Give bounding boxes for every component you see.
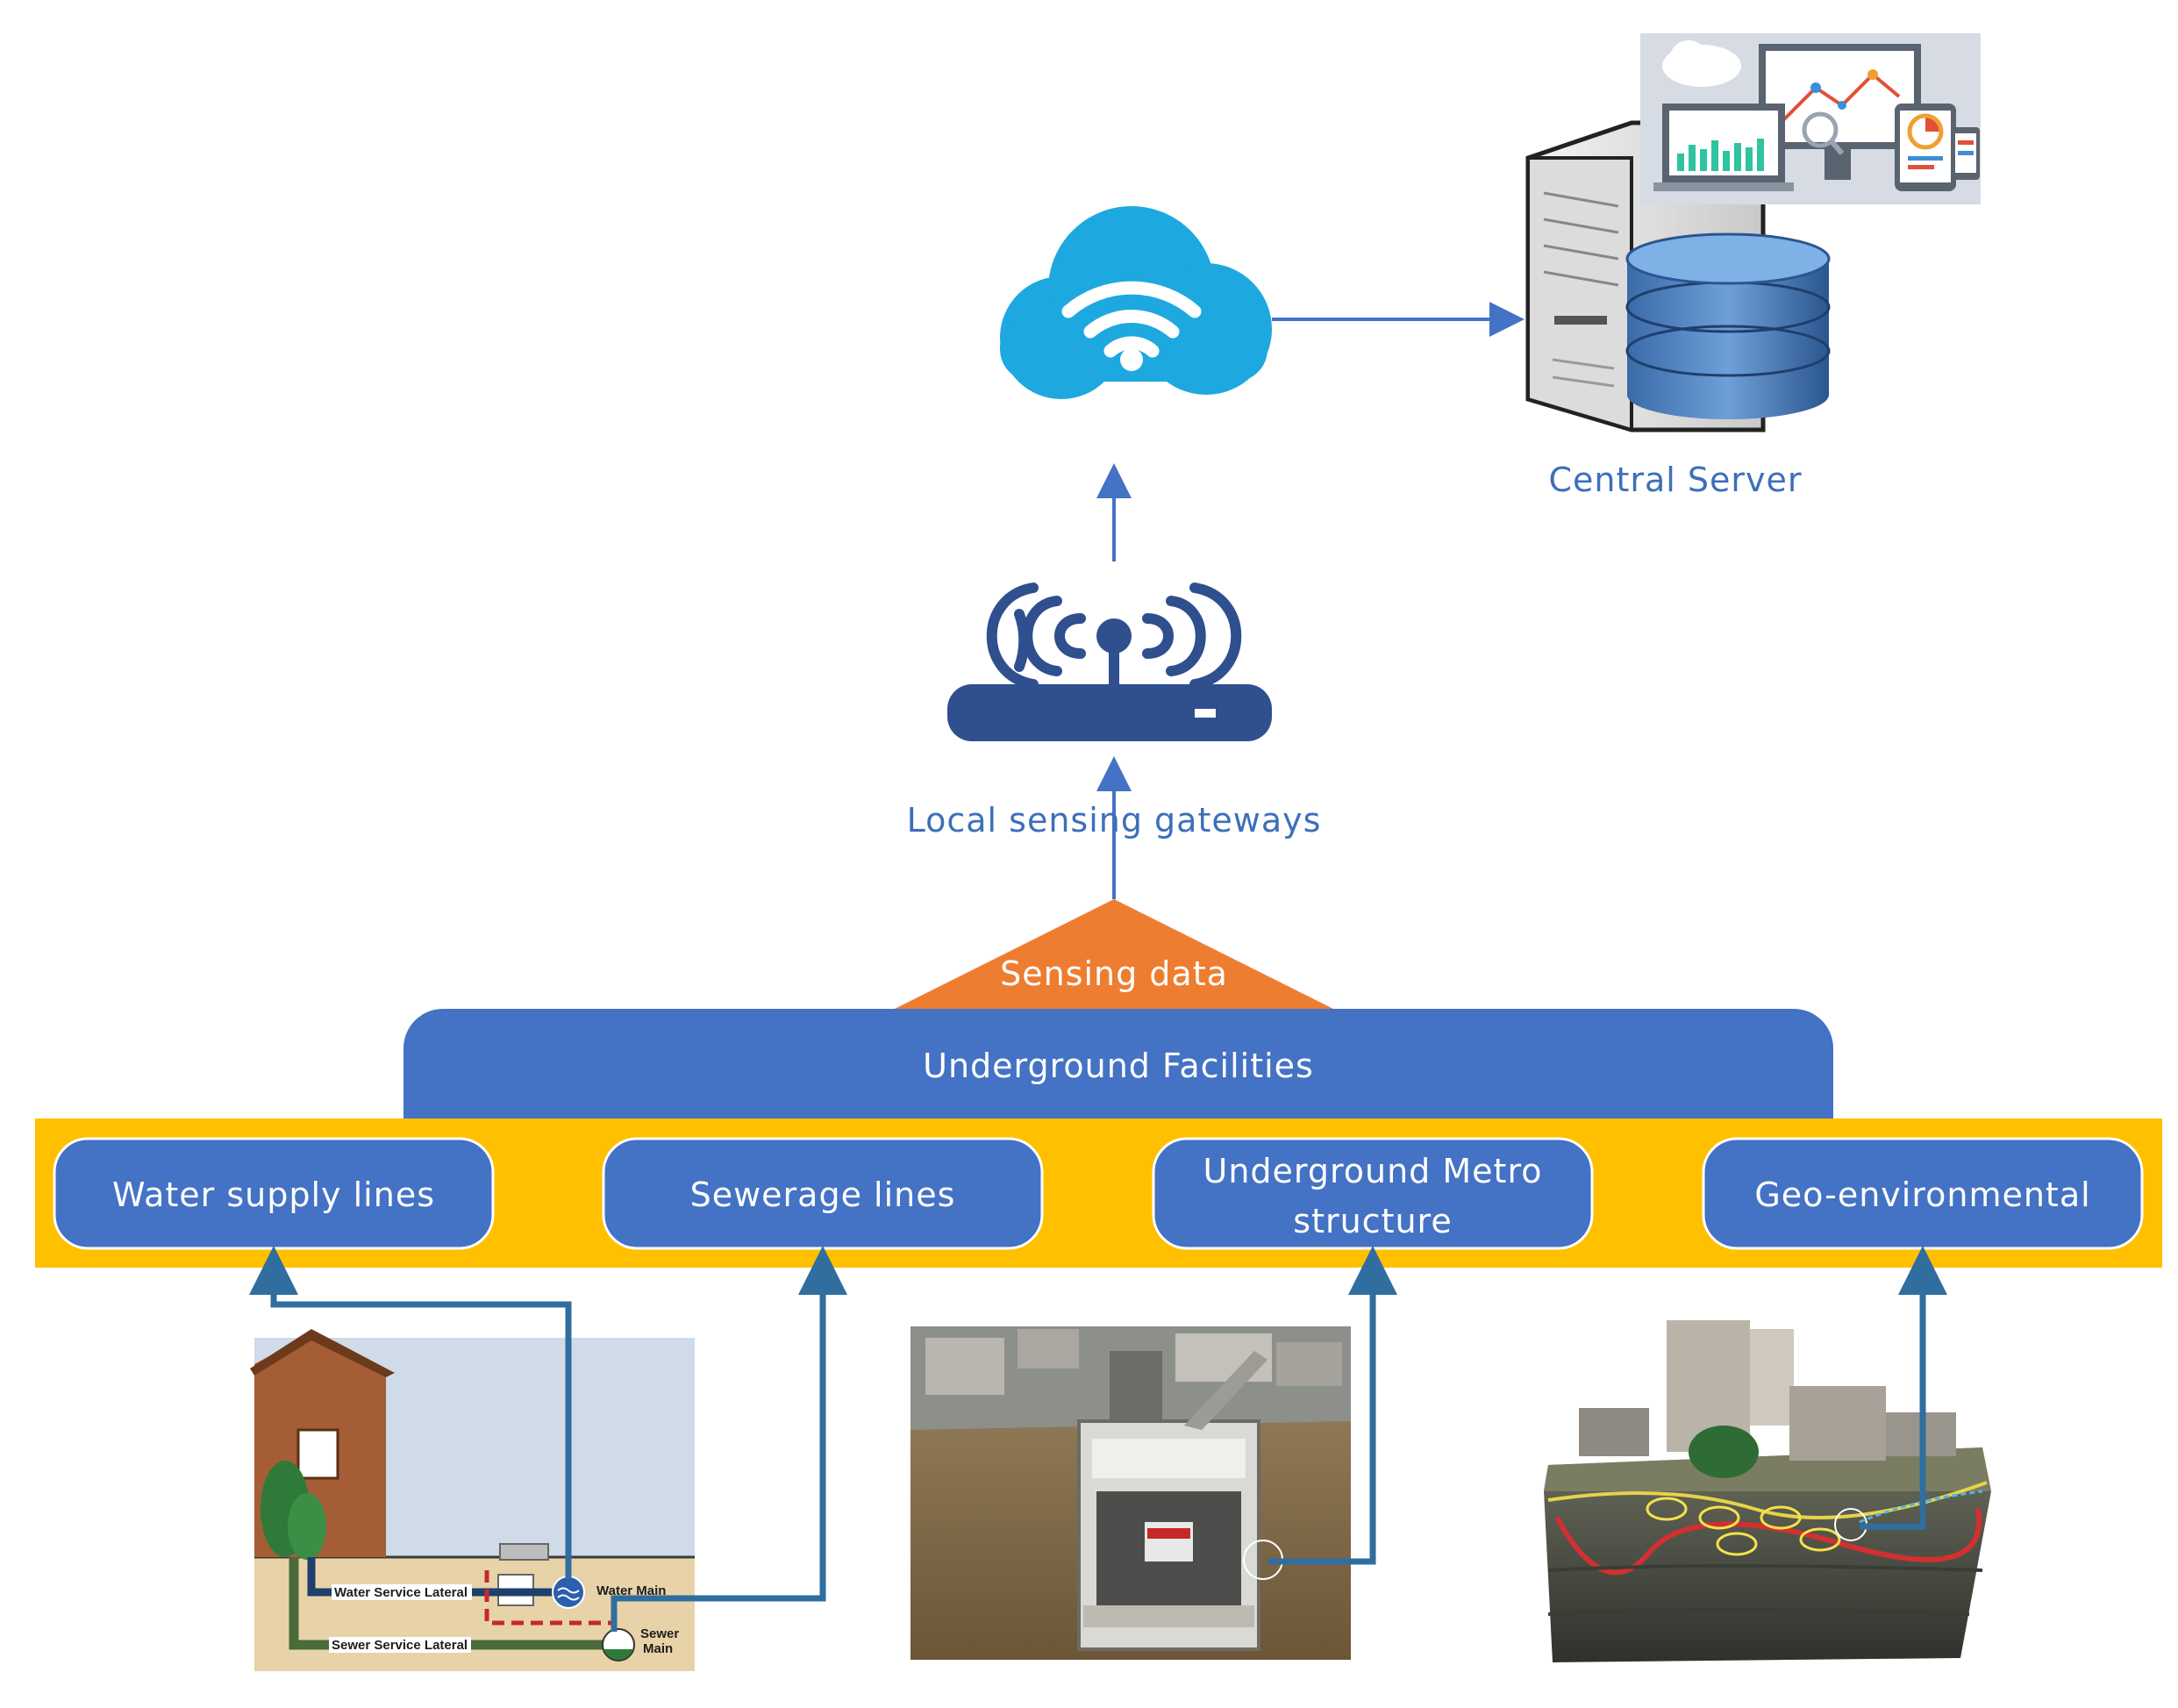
sewer-main-label-2: Main: [643, 1641, 673, 1656]
metro-connector: [1268, 1246, 1397, 1565]
water-sewer-illustration: Water Service Lateral Sewer Service Late…: [250, 1329, 695, 1671]
facility-water-supply: Water supply lines: [53, 1137, 495, 1250]
facility-label: Geo-environmental: [1754, 1176, 2090, 1214]
sewerage-connector: [611, 1246, 847, 1632]
water-service-lateral-label: Water Service Lateral: [334, 1585, 468, 1600]
geo-connector: [1860, 1246, 1947, 1530]
gateways-label: Local sensing gateways: [907, 801, 1322, 840]
geo-environmental-illustration: [1544, 1320, 1991, 1662]
facility-geo-environmental: Geo-environmental: [1702, 1137, 2144, 1250]
facility-label: Water supply lines: [112, 1176, 435, 1214]
sensing-data-label: Sensing data: [1000, 954, 1228, 993]
sewer-service-lateral-label: Sewer Service Lateral: [332, 1638, 468, 1653]
cloud-wifi-icon: [1000, 206, 1272, 399]
facility-label: Sewerage lines: [690, 1176, 956, 1214]
router-icon: [947, 582, 1272, 741]
facility-metro: Underground Metro structure: [1152, 1137, 1594, 1250]
water-main-label: Water Main: [596, 1583, 666, 1598]
underground-facilities-label: Underground Facilities: [923, 1047, 1314, 1085]
sensing-data-triangle: [895, 899, 1333, 1009]
sewer-main-label-1: Sewer: [640, 1626, 679, 1641]
dashboard-devices-icon: [1640, 33, 1981, 204]
underground-facilities-box: [403, 1009, 1833, 1132]
water-supply-connector: [249, 1246, 572, 1579]
facility-label-line1: Underground Metro: [1203, 1152, 1543, 1190]
facility-sewerage: Sewerage lines: [602, 1137, 1044, 1250]
facility-label-line2: structure: [1293, 1202, 1452, 1240]
central-server-label: Central Server: [1548, 461, 1802, 499]
metro-structure-illustration: [910, 1326, 1351, 1660]
